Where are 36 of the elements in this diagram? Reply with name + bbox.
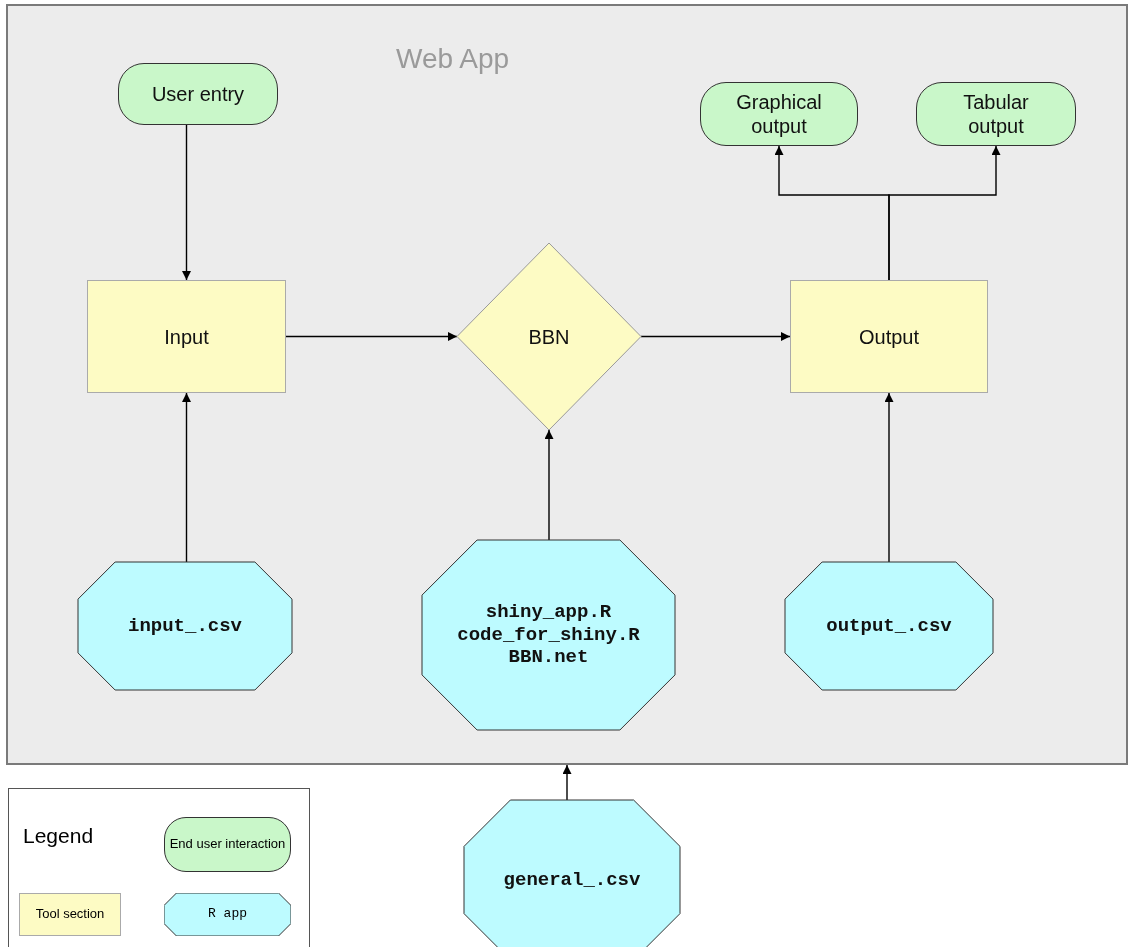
arrow bbox=[562, 764, 572, 801]
node-label: BBN bbox=[528, 324, 570, 349]
terminal-box bbox=[700, 82, 858, 146]
node-label: User entry bbox=[151, 82, 245, 106]
process-box bbox=[790, 280, 988, 393]
arrow bbox=[544, 429, 554, 541]
app-panel bbox=[6, 4, 1128, 765]
arrow bbox=[888, 145, 1001, 281]
legend-text: R app bbox=[208, 907, 247, 922]
arrow bbox=[285, 332, 458, 341]
node-label: Input bbox=[164, 324, 209, 349]
arrow bbox=[182, 392, 191, 563]
decision-diamond bbox=[457, 243, 641, 430]
arrow bbox=[640, 332, 791, 341]
file-octagon bbox=[78, 562, 292, 690]
file-name: BBN.net bbox=[508, 646, 589, 670]
node-label: Tabular output bbox=[962, 90, 1030, 138]
arrow bbox=[884, 392, 894, 563]
legend-title: Legend bbox=[23, 824, 94, 848]
arrow bbox=[182, 124, 191, 281]
process-box bbox=[87, 280, 286, 393]
file-name: code_for_shiny.R bbox=[457, 623, 640, 647]
terminal-box bbox=[118, 63, 278, 125]
panel-title: Web App bbox=[396, 42, 510, 76]
file-name: shiny_app.R bbox=[485, 600, 612, 624]
node-label: Output bbox=[858, 324, 919, 349]
legend-text: End user interaction bbox=[169, 837, 286, 852]
file-octagon bbox=[785, 562, 993, 690]
file-name: input_.csv bbox=[128, 614, 242, 638]
terminal-box bbox=[916, 82, 1076, 146]
node-label: Graphical output bbox=[735, 90, 823, 138]
legend-text: Tool section bbox=[35, 907, 105, 922]
file-name: general_.csv bbox=[503, 868, 641, 892]
file-name: output_.csv bbox=[826, 614, 952, 638]
file-octagon bbox=[422, 540, 675, 730]
file-octagon bbox=[464, 800, 680, 947]
